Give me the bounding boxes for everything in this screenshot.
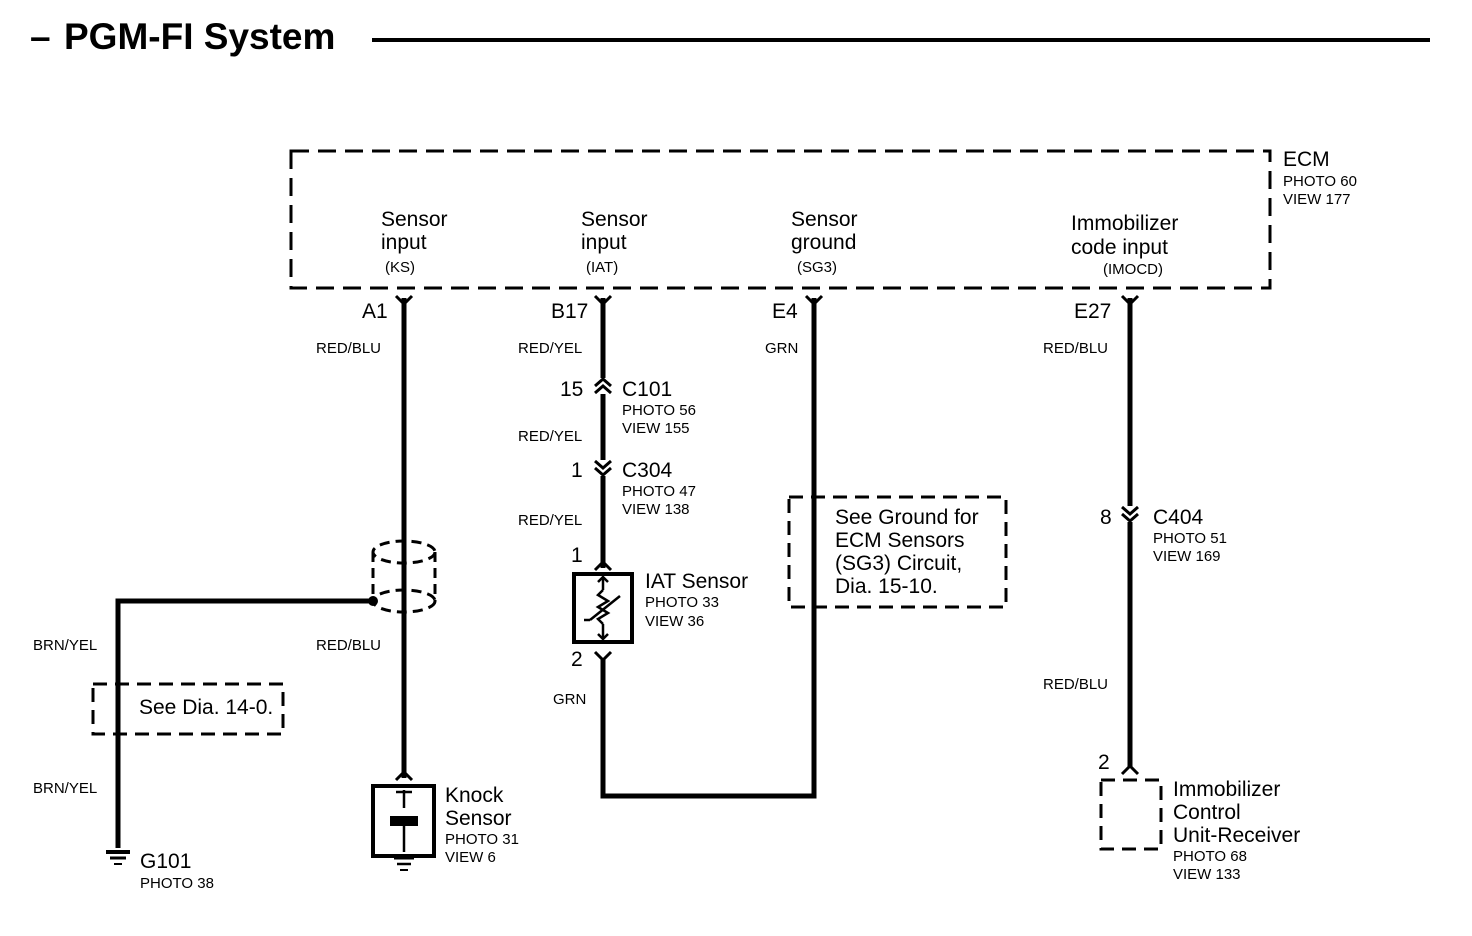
wire-imm-color-2: RED/BLU <box>1043 676 1108 693</box>
pin-e4: E4 <box>772 300 798 323</box>
wire-imm-color-1: RED/BLU <box>1043 340 1108 357</box>
see-dia-text: See Dia. 14-0. <box>139 696 273 719</box>
c304-photo: PHOTO 47 <box>622 483 696 500</box>
c404-connector-icon <box>1121 505 1139 523</box>
pin-ks-label-1: Sensor <box>381 208 448 231</box>
pin-iat-label-1: Sensor <box>581 208 648 231</box>
c101-pin: 15 <box>560 378 583 401</box>
c404-pin: 8 <box>1100 506 1112 529</box>
imm-name-2: Control <box>1173 801 1241 824</box>
see-ground-line-2: ECM Sensors <box>835 529 965 552</box>
iat-pin-1: 1 <box>571 544 583 567</box>
ecm-box <box>289 149 1272 290</box>
see-ground-line-3: (SG3) Circuit, <box>835 552 962 575</box>
c404-view: VIEW 169 <box>1153 548 1221 565</box>
wire-sensor-ground <box>600 298 817 799</box>
pin-imocd-signal: (IMOCD) <box>1103 261 1163 278</box>
c404-photo: PHOTO 51 <box>1153 530 1227 547</box>
wire-iat-color-3: RED/YEL <box>518 512 582 529</box>
iat-terminal-top <box>593 559 613 572</box>
pin-imocd-label-2: code input <box>1071 236 1168 259</box>
imm-name-1: Immobilizer <box>1173 778 1280 801</box>
imm-photo: PHOTO 68 <box>1173 848 1247 865</box>
wire-shield-color-1: BRN/YEL <box>33 637 97 654</box>
c304-connector-icon <box>594 459 612 477</box>
g101-name: G101 <box>140 850 191 873</box>
pin-sg3-label-2: ground <box>791 231 856 254</box>
pin-e27: E27 <box>1074 300 1111 323</box>
pin-iat-signal: (IAT) <box>586 259 618 276</box>
see-ground-box <box>787 495 1008 609</box>
c101-name: C101 <box>622 378 672 401</box>
c101-photo: PHOTO 56 <box>622 402 696 419</box>
c304-pin: 1 <box>571 459 583 482</box>
immobilizer-box <box>1099 778 1163 851</box>
knock-terminal <box>394 769 414 782</box>
imm-pin: 2 <box>1098 751 1110 774</box>
wire-iat-color-2: RED/YEL <box>518 428 582 445</box>
wire-shield-drain <box>115 598 373 848</box>
c404-name: C404 <box>1153 506 1204 529</box>
page-title: PGM-FI System <box>64 16 335 57</box>
piezo-icon <box>390 790 418 852</box>
pin-imocd-label-1: Immobilizer <box>1071 212 1178 235</box>
knock-photo: PHOTO 31 <box>445 831 519 848</box>
wire-shield-color-2: BRN/YEL <box>33 780 97 797</box>
wire-ks-color-bottom: RED/BLU <box>316 637 381 654</box>
thermistor-icon <box>584 575 621 641</box>
imm-view: VIEW 133 <box>1173 866 1241 883</box>
pin-a1: A1 <box>362 300 388 323</box>
iat-pin-2: 2 <box>571 648 583 671</box>
iat-name: IAT Sensor <box>645 570 748 593</box>
imm-name-3: Unit-Receiver <box>1173 824 1300 847</box>
pin-ks-label-2: input <box>381 231 427 254</box>
knock-name-2: Sensor <box>445 807 512 830</box>
wire-iat-ground-color: GRN <box>553 691 586 708</box>
c101-connector-icon <box>594 377 612 395</box>
pin-iat-label-2: input <box>581 231 627 254</box>
wire-iat-color-1: RED/YEL <box>518 340 582 357</box>
ecm-name: ECM <box>1283 148 1330 171</box>
wire-ks-color-top: RED/BLU <box>316 340 381 357</box>
ground-icon <box>106 850 130 865</box>
ecm-view: VIEW 177 <box>1283 191 1351 208</box>
c101-view: VIEW 155 <box>622 420 690 437</box>
imm-terminal <box>1120 763 1140 776</box>
pin-sg3-signal: (SG3) <box>797 259 837 276</box>
g101-photo: PHOTO 38 <box>140 875 214 892</box>
c304-view: VIEW 138 <box>622 501 690 518</box>
knock-name-1: Knock <box>445 784 504 807</box>
iat-photo: PHOTO 33 <box>645 594 719 611</box>
header-dash: – <box>30 16 51 57</box>
see-dia-box <box>91 682 285 736</box>
pin-sg3-label-1: Sensor <box>791 208 858 231</box>
iat-view: VIEW 36 <box>645 613 704 630</box>
knock-ground-icon <box>394 856 414 871</box>
pin-b17: B17 <box>551 300 588 323</box>
see-ground-line-4: Dia. 15-10. <box>835 575 938 598</box>
ecm-photo: PHOTO 60 <box>1283 173 1357 190</box>
see-ground-line-1: See Ground for <box>835 506 979 529</box>
pin-ks-signal: (KS) <box>385 259 415 276</box>
knock-view: VIEW 6 <box>445 849 496 866</box>
wire-e4-color: GRN <box>765 340 798 357</box>
c304-name: C304 <box>622 459 673 482</box>
